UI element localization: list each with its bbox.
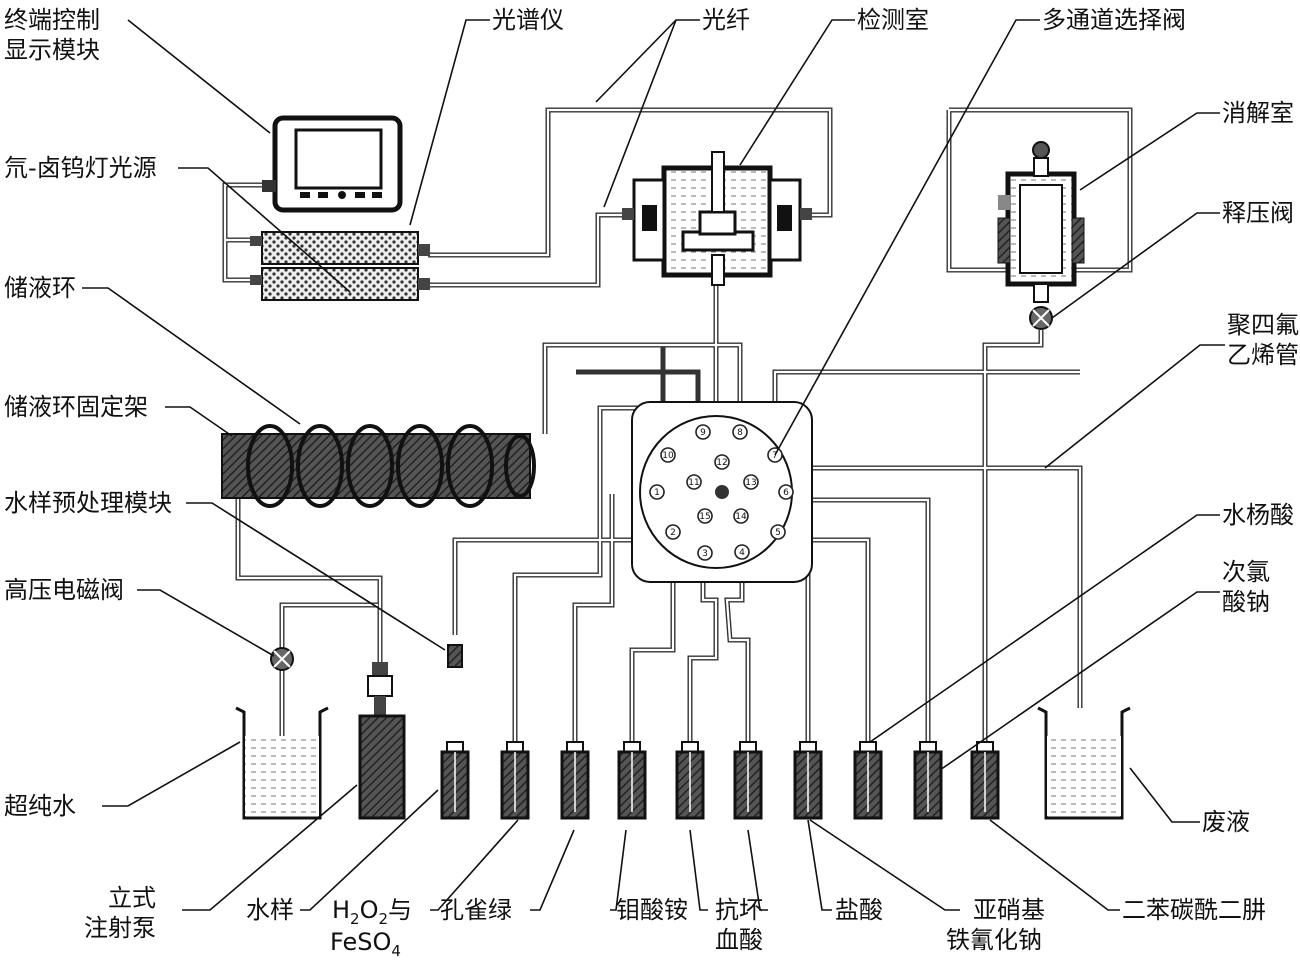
label-storage-loop: 储液环 <box>4 274 76 302</box>
terminal-display-module <box>262 115 403 213</box>
label-ascorbic-acid: 抗坏 <box>715 896 763 924</box>
label-malachite-green: 孔雀绿 <box>440 896 512 924</box>
valve-port-label-4: 4 <box>739 548 745 558</box>
label-ascorbic-acid-2: 血酸 <box>715 926 763 954</box>
label-terminal-2: 显示模块 <box>4 36 100 64</box>
label-terminal: 终端控制 <box>4 6 100 34</box>
valve-port-12 <box>714 454 730 470</box>
valve-port-13 <box>743 474 759 490</box>
label-diphenylcarbazide: 二苯碳酰二肼 <box>1122 896 1266 924</box>
label-hypochlorite: 次氯 <box>1222 558 1270 586</box>
pretreatment-module <box>447 644 463 668</box>
valve-port-2 <box>665 524 681 540</box>
valve-port-1 <box>649 484 665 500</box>
label-nitroprusside: 亚硝基 <box>973 896 1045 924</box>
valve-port-10 <box>660 447 676 463</box>
label-ptfe: 聚四氟 <box>1227 311 1299 339</box>
valve-port-6 <box>778 484 794 500</box>
valve-port-label-11: 11 <box>688 478 699 488</box>
valve-port-label-12: 12 <box>716 458 727 468</box>
valve-port-label-8: 8 <box>737 428 743 438</box>
valve-port-4 <box>734 544 750 560</box>
label-ultrapure-water: 超纯水 <box>4 792 76 820</box>
valve-center-port <box>715 485 729 499</box>
label-pretreatment: 水样预处理模块 <box>4 489 172 517</box>
label-light-source: 氘-卤钨灯光源 <box>4 154 157 182</box>
valve-port-11 <box>686 474 702 490</box>
valve-port-9 <box>695 424 711 440</box>
valve-port-label-14: 14 <box>735 512 747 522</box>
label-loop-holder: 储液环固定架 <box>4 393 148 421</box>
label-spectrometer: 光谱仪 <box>492 6 564 34</box>
valve-port-label-13: 13 <box>745 478 756 488</box>
valve-port-label-2: 2 <box>670 528 676 538</box>
valve-port-label-5: 5 <box>775 528 781 538</box>
label-ammonium-molybdate: 钼酸铵 <box>616 896 688 924</box>
label-water-sample: 水样 <box>246 896 294 924</box>
valve-port-label-1: 1 <box>654 488 660 498</box>
label-feso4: FeSO4 <box>330 928 401 960</box>
storage-loop-coil <box>246 424 536 508</box>
label-fiber: 光纤 <box>702 6 750 34</box>
label-syringe-2: 注射泵 <box>84 914 156 942</box>
ptfe-tubing <box>222 107 1133 812</box>
label-hydrochloric-acid: 盐酸 <box>835 896 883 924</box>
label-detection-chamber: 检测室 <box>857 6 929 34</box>
label-hv-solenoid: 高压电磁阀 <box>4 576 124 604</box>
label-waste: 废液 <box>1202 808 1250 836</box>
valve-port-label-3: 3 <box>702 549 708 559</box>
waste-beaker <box>1037 706 1131 820</box>
light-source-spectrometer <box>250 231 430 301</box>
ultrapure-water-beaker <box>235 706 329 820</box>
label-salicylic-acid: 水杨酸 <box>1222 501 1294 529</box>
detection-chamber <box>622 151 812 286</box>
reagent-bottles <box>440 741 1000 820</box>
digestion-chamber <box>997 141 1085 303</box>
label-syringe: 立式 <box>108 884 156 912</box>
relief-valve <box>1029 306 1053 330</box>
label-nitroprusside-2: 铁氰化钠 <box>946 926 1042 954</box>
label-multichannel-valve: 多通道选择阀 <box>1042 6 1186 34</box>
valve-port-8 <box>732 424 748 440</box>
valve-port-label-6: 6 <box>783 488 789 498</box>
valve-port-label-7: 7 <box>772 451 778 461</box>
valve-port-3 <box>697 545 713 561</box>
labels: 终端控制 显示模块 光谱仪 光纤 检测室 多通道选择阀 消解室 氘-卤钨灯光源 … <box>4 6 1299 960</box>
label-hypochlorite-2: 酸钠 <box>1222 588 1270 616</box>
label-ptfe-2: 乙烯管 <box>1227 341 1299 369</box>
label-digestion-chamber: 消解室 <box>1222 99 1294 127</box>
valve-port-label-10: 10 <box>662 451 674 461</box>
hv-solenoid-valve <box>270 647 294 671</box>
leader-lines <box>82 19 1225 911</box>
valve-port-14 <box>733 508 749 524</box>
valve-port-label-9: 9 <box>700 428 706 438</box>
valve-port-5 <box>770 524 786 540</box>
label-h2o2: H2O2与 <box>332 896 412 928</box>
syringe-pump <box>358 662 406 820</box>
label-relief-valve: 释压阀 <box>1222 199 1294 227</box>
storage-loop-holder <box>221 433 531 499</box>
valve-port-15 <box>697 508 713 524</box>
valve-port-label-15: 15 <box>699 512 710 522</box>
